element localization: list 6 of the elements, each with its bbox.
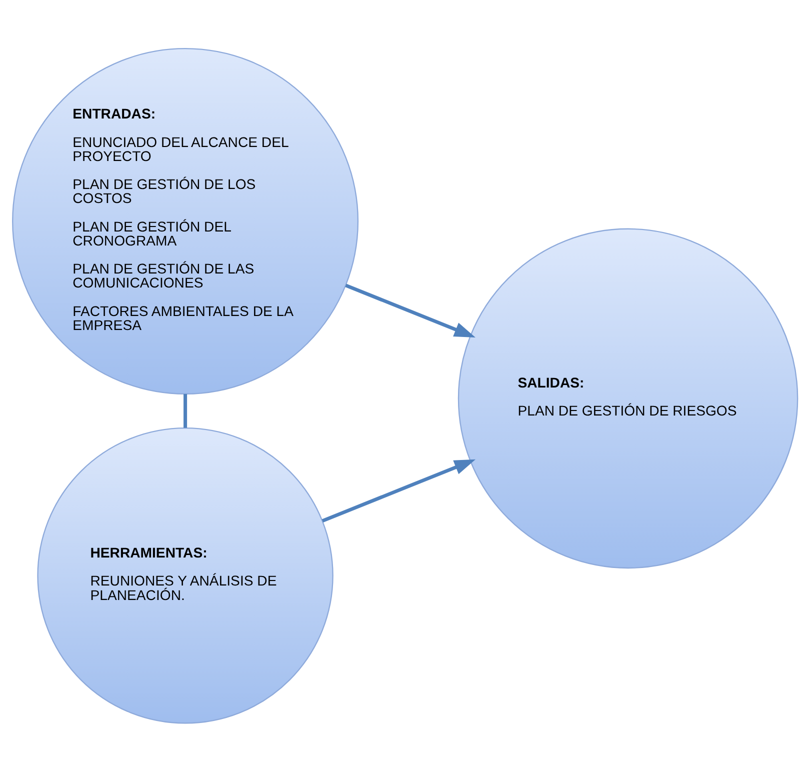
- arrow: [345, 283, 476, 338]
- arrow: [322, 458, 476, 522]
- node-circle: SALIDAS: PLAN DE GESTIÓN DE RIESGOS: [458, 228, 798, 568]
- connector: [184, 393, 188, 428]
- node-circle: HERRAMIENTAS: REUNIONES Y ANÁLISIS DE PLANEACIÓN.: [37, 427, 334, 724]
- node-circle: ENTRADAS: ENUNCIADO DEL ALCANCE DEL PROYECTO PLAN DE GESTIÓN DE LOS COSTOS PLAN DE GESTIÓN DEL CRONOGRAMA PLAN DE GESTIÓN DE LAS COMUNICACIONES FACTORES AMBIENTALES DE LA EMPRESA: [12, 48, 359, 394]
